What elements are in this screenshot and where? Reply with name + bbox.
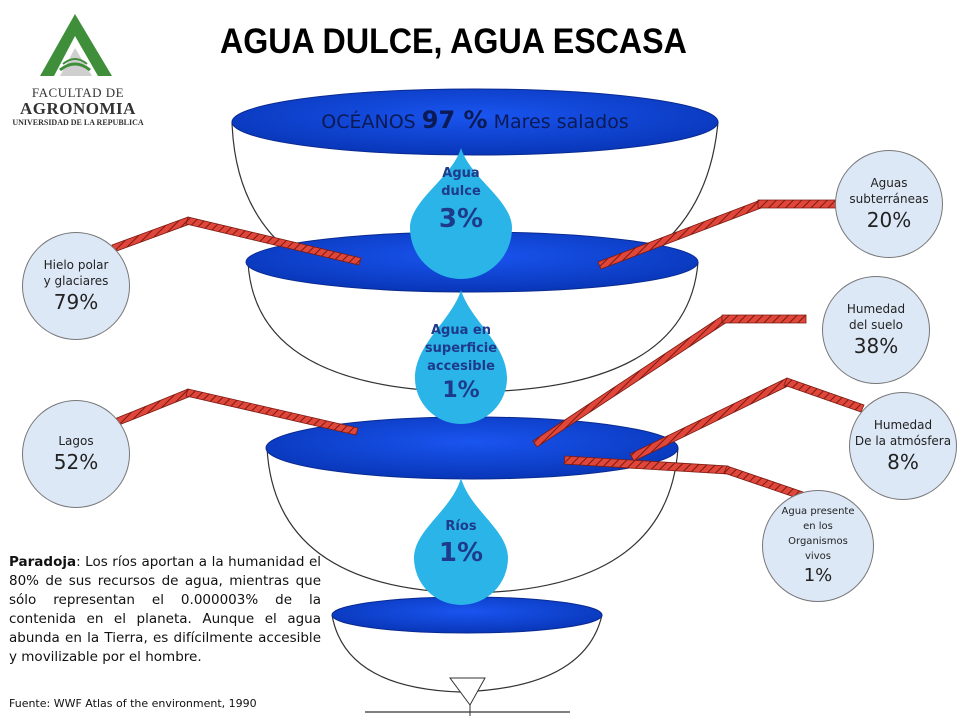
rivers-drop-label: Ríos 1% — [415, 518, 507, 570]
soil-line2: del suelo — [848, 318, 904, 332]
logo-line3: UNIVERSIDAD DE LA REPUBLICA — [12, 118, 144, 127]
groundwater-line2: subterráneas — [849, 192, 929, 206]
logo-line2: AGRONOMIA — [20, 99, 136, 118]
ice-line1: Hielo polar — [43, 258, 109, 272]
groundwater-value: 20% — [866, 208, 912, 232]
ice-line2: y glaciares — [43, 274, 109, 288]
logo-line1: FACULTAD DE — [31, 85, 125, 100]
organisms-value: 1% — [803, 565, 833, 586]
oceans-suffix: Mares salados — [493, 111, 629, 133]
surface-water-drop — [415, 290, 507, 424]
paradox-body: : Los ríos aportan a la humanidad el 80%… — [9, 554, 321, 665]
organisms-circle: Agua presente en los Organismos vivos 1% — [762, 490, 874, 602]
soil-circle: Humedad del suelo 38% — [822, 276, 930, 384]
fresh-water-line2: dulce — [441, 184, 481, 199]
rivers-bowl — [331, 596, 603, 716]
groundwater-circle: Aguas subterráneas 20% — [835, 150, 943, 258]
lakes-circle: Lagos 52% — [22, 400, 130, 508]
fresh-water-value: 3% — [438, 204, 484, 234]
organisms-line3: Organismos — [788, 536, 848, 547]
atmosphere-line1: Humedad — [873, 418, 933, 432]
oceans-label: OCÉANOS 97 % Mares salados — [290, 106, 660, 134]
organisms-line4: vivos — [805, 551, 831, 562]
ice-circle: Hielo polar y glaciares 79% — [22, 232, 130, 340]
fresh-water-drop — [410, 148, 512, 279]
organisms-line2: en los — [803, 521, 833, 532]
paradox-text: Paradoja: Los ríos aportan a la humanida… — [9, 553, 321, 667]
surface-water-line3: accesible — [427, 359, 495, 374]
connector-lines — [111, 199, 865, 500]
surface-water-drop-label: Agua en superficie accesible 1% — [415, 322, 507, 406]
surface-water-line2: superficie — [424, 341, 498, 356]
faculty-logo-icon — [40, 14, 112, 76]
ice-value: 79% — [53, 290, 99, 314]
rivers-label: Ríos — [445, 519, 477, 534]
atmosphere-line2: De la atmósfera — [854, 434, 952, 448]
atmosphere-value: 8% — [887, 450, 919, 474]
surface-water-line1: Agua en — [431, 323, 491, 338]
oceans-value: 97 % — [421, 106, 488, 134]
page-title: AGUA DULCE, AGUA ESCASA — [220, 22, 687, 61]
groundwater-line1: Aguas — [870, 176, 908, 190]
rivers-drop — [414, 478, 508, 605]
soil-value: 38% — [853, 334, 899, 358]
organisms-line1: Agua presente — [781, 506, 855, 517]
oceans-label-text: OCÉANOS — [321, 111, 416, 133]
atmosphere-circle: Humedad De la atmósfera 8% — [849, 392, 957, 500]
paradox-label: Paradoja — [9, 554, 77, 570]
rivers-value: 1% — [438, 538, 484, 568]
fresh-water-drop-label: Agua dulce 3% — [415, 165, 507, 237]
lakes-value: 52% — [53, 450, 99, 474]
source-citation: Fuente: WWF Atlas of the environment, 19… — [9, 697, 257, 710]
fresh-water-line1: Agua — [442, 166, 480, 181]
soil-line1: Humedad — [846, 302, 906, 316]
lakes-line1: Lagos — [58, 434, 94, 448]
surface-water-value: 1% — [442, 378, 480, 403]
